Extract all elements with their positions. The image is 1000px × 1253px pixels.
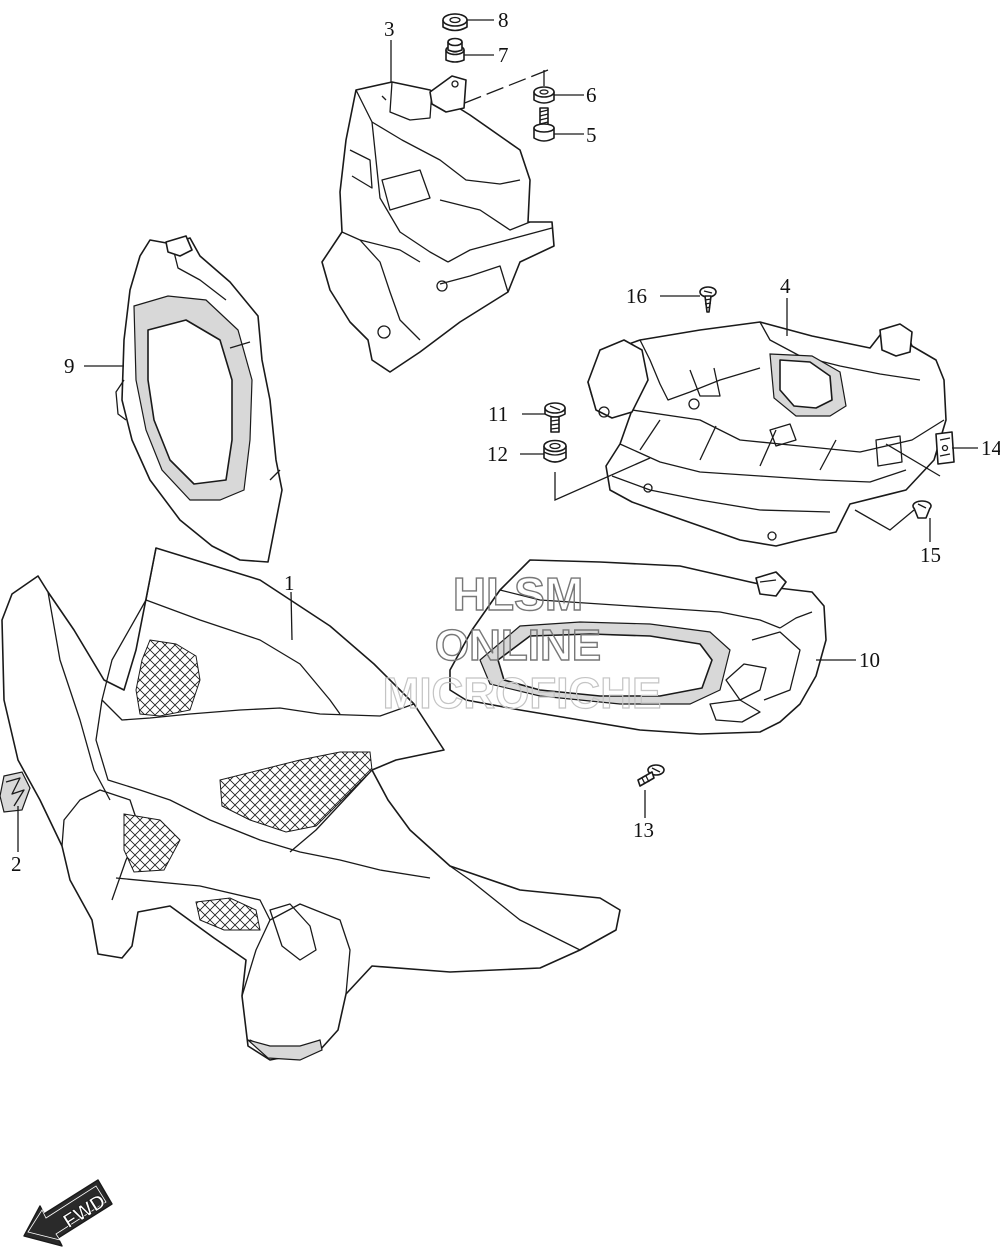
part-15-rivet <box>912 500 932 519</box>
callout-11: 11 <box>488 402 508 426</box>
callout-6: 6 <box>586 83 597 107</box>
leader-lines <box>17 19 978 852</box>
part-16-screw <box>699 286 717 313</box>
watermark-line-1: HLSM <box>453 568 583 620</box>
part-9-headlight-housing <box>115 235 283 563</box>
part-10-headlight-bezel <box>449 559 827 735</box>
part-3-upper-bracket <box>321 75 555 373</box>
fwd-arrow: FWD <box>23 1179 113 1247</box>
callout-15: 15 <box>920 543 941 567</box>
part-1-front-cover <box>1 547 621 1061</box>
callout-10: 10 <box>859 648 880 672</box>
callout-3: 3 <box>384 17 395 41</box>
watermark-line-3: MICROFICHE <box>383 669 662 718</box>
part-13-screw <box>637 764 665 787</box>
watermark: HLSM ONLINE MICROFICHE <box>382 567 662 718</box>
part-12-grommet <box>543 439 567 463</box>
callout-16: 16 <box>626 284 647 308</box>
fwd-arrow-shape <box>23 1179 113 1247</box>
callout-9: 9 <box>64 354 75 378</box>
part-8-grommet <box>442 13 468 32</box>
callout-14: 14 <box>981 436 1000 460</box>
callout-1: 1 <box>284 571 295 595</box>
part-2-emblem <box>0 771 31 813</box>
part-14-clip <box>935 431 955 465</box>
callout-13: 13 <box>633 818 654 842</box>
part-7-collar <box>445 37 465 63</box>
callout-4: 4 <box>780 274 791 298</box>
callout-2: 2 <box>11 852 22 876</box>
callout-7: 7 <box>498 43 509 67</box>
part-6-nut <box>533 86 555 104</box>
callout-5: 5 <box>586 123 597 147</box>
part-4-lower-bracket <box>587 321 947 547</box>
callout-12: 12 <box>487 442 508 466</box>
part-5-bolt <box>533 107 555 142</box>
callout-labels: 1 2 3 4 5 6 7 8 9 10 11 12 13 14 15 16 <box>11 8 1000 876</box>
watermark-line-2: ONLINE <box>435 621 601 670</box>
part-11-bolt <box>544 402 566 433</box>
callout-8: 8 <box>498 8 509 32</box>
